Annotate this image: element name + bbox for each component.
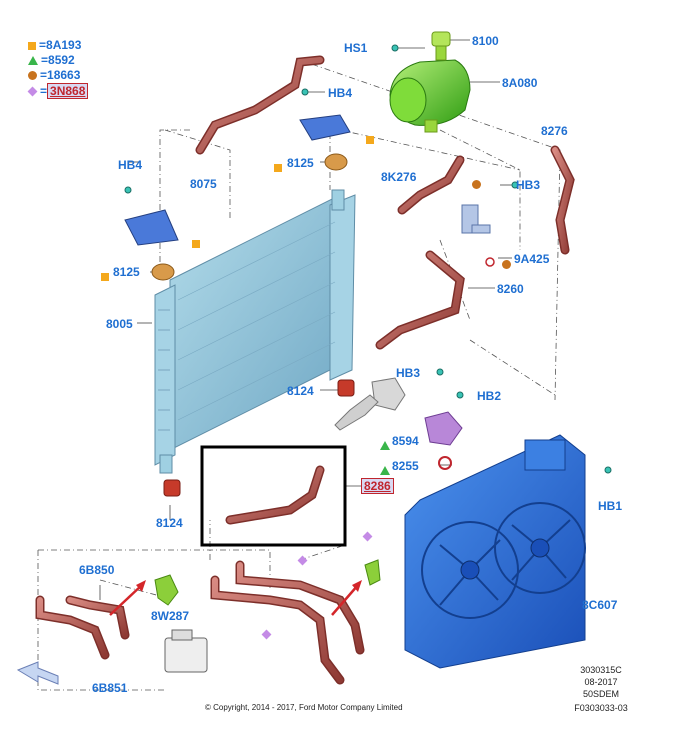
label-8075[interactable]: 8075: [190, 177, 217, 191]
label-hb4-left[interactable]: HB4: [118, 158, 143, 172]
legend-square: =8A193: [28, 38, 81, 52]
diamond-marker: [362, 528, 375, 546]
legend-triangle-value: 8592: [48, 53, 75, 67]
square-marker: [101, 268, 112, 286]
label-8276[interactable]: 8276: [541, 124, 568, 138]
label-9a425[interactable]: 9A425: [514, 252, 550, 266]
small-parts: [154, 559, 381, 673]
label-6b851[interactable]: 6B851: [92, 681, 128, 695]
square-symbol: [28, 41, 36, 50]
circle-marker: [502, 256, 514, 274]
label-8k276[interactable]: 8K276: [381, 170, 417, 184]
radiator: [154, 189, 356, 474]
label-8w287[interactable]: 8W287: [151, 609, 190, 623]
legend-circle: =18663: [28, 68, 80, 82]
equals-sign: =: [40, 68, 48, 82]
triangle-marker: [380, 462, 393, 480]
label-8100[interactable]: 8100: [472, 34, 499, 48]
front-arrow-icon: [16, 661, 59, 685]
equals-sign: =: [41, 53, 49, 67]
diamond-marker: [297, 552, 310, 570]
isolators: [151, 153, 495, 497]
circle-symbol: [28, 71, 37, 81]
doc-code: 50SDEM: [582, 689, 619, 699]
label-8124-bottom[interactable]: 8124: [156, 516, 183, 530]
cooling-fan-assembly: [404, 434, 586, 669]
doc-id: 3030315C: [580, 665, 622, 675]
label-8a080[interactable]: 8A080: [502, 76, 538, 90]
legend-square-value: 8A193: [46, 38, 82, 52]
legend-diamond-value[interactable]: 3N868: [47, 83, 89, 99]
label-8c607[interactable]: 8C607: [582, 598, 618, 612]
equals-sign: =: [39, 38, 47, 52]
doc-date: 08-2017: [584, 677, 618, 687]
triangle-marker: [380, 437, 393, 455]
hoses: [35, 55, 575, 685]
triangle-symbol: [28, 56, 38, 66]
label-8286-text[interactable]: 8286: [361, 478, 394, 494]
copyright-text: © Copyright, 2014 - 2017, Ford Motor Com…: [205, 703, 403, 712]
square-marker: [366, 131, 377, 149]
label-hb3-mid[interactable]: HB3: [396, 366, 421, 380]
brackets: [124, 114, 351, 246]
label-8255[interactable]: 8255: [392, 459, 419, 473]
doc-figure-id: F0303033-03: [574, 703, 628, 713]
label-hb4-top[interactable]: HB4: [328, 86, 353, 100]
legend-diamond: =3N868: [27, 83, 89, 99]
label-hb2[interactable]: HB2: [477, 389, 502, 403]
label-8125-left[interactable]: 8125: [113, 265, 140, 279]
label-hb3-top[interactable]: HB3: [516, 178, 541, 192]
label-6b850[interactable]: 6B850: [79, 563, 115, 577]
label-8124-top[interactable]: 8124: [287, 384, 314, 398]
equals-sign: =: [40, 84, 48, 98]
label-8594[interactable]: 8594: [392, 434, 419, 448]
coolant-reservoir: [389, 31, 471, 133]
diamond-marker: [261, 626, 274, 644]
legend-circle-value: 18663: [47, 68, 81, 82]
legend-triangle: =8592: [28, 53, 75, 67]
label-8125-top[interactable]: 8125: [287, 156, 314, 170]
label-hb1[interactable]: HB1: [598, 499, 623, 513]
label-8286[interactable]: 8286: [361, 478, 394, 494]
highlight-box: [200, 445, 347, 547]
circle-marker: [472, 176, 484, 194]
fasteners: [124, 44, 612, 474]
label-8260[interactable]: 8260: [497, 282, 524, 296]
square-marker: [192, 235, 203, 253]
thermostat-housing: [334, 204, 491, 446]
square-marker: [274, 159, 285, 177]
arrow-heads: [136, 580, 362, 592]
diamond-symbol: [27, 86, 38, 97]
label-hs1[interactable]: HS1: [344, 41, 368, 55]
label-8005[interactable]: 8005: [106, 317, 133, 331]
